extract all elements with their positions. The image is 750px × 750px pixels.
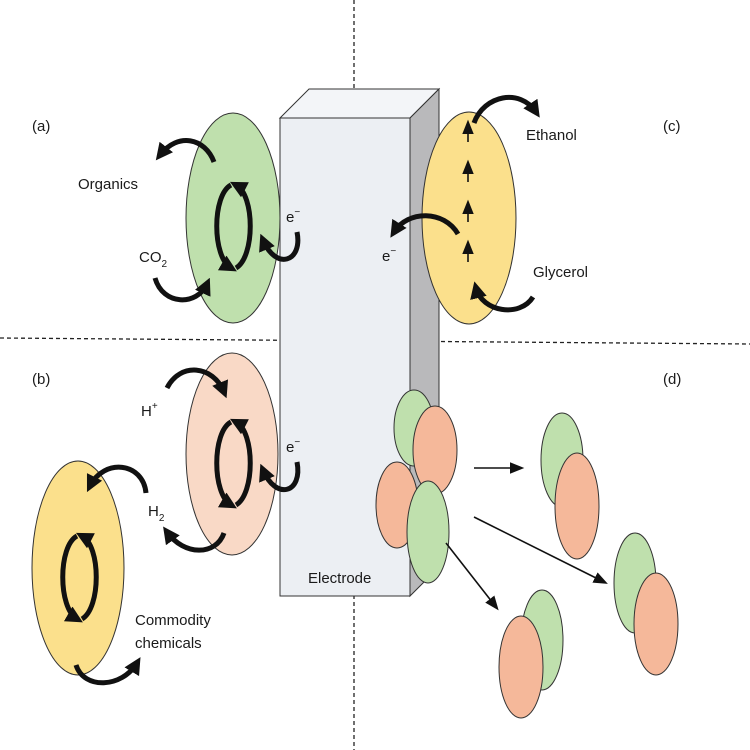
cycle-arrow-right — [229, 181, 253, 271]
cycle-arrow-left-y — [60, 533, 83, 623]
green-cell — [185, 112, 281, 324]
electron-b-main: e — [286, 439, 294, 456]
co2-arrow — [152, 277, 211, 303]
commodity-arrow — [73, 657, 141, 686]
cycle-arrow-right-y — [75, 532, 99, 622]
peach-cell — [185, 352, 279, 556]
electron-release-arrow-c — [390, 213, 461, 238]
co2-label: CO2 — [139, 249, 168, 270]
ethanol-arrow — [471, 94, 540, 125]
cycle-arrow-right-b — [229, 418, 253, 508]
electron-b-superscript: − — [294, 437, 300, 448]
h2-label: H2 — [148, 503, 165, 524]
yellow-cell-b — [31, 460, 125, 676]
cell-pair — [540, 412, 600, 560]
cell-a — [152, 112, 301, 324]
glycerol-arrow — [470, 281, 536, 313]
panel-label-c: (c) — [663, 118, 681, 135]
panel-label-b: (b) — [32, 371, 50, 388]
co2-main: CO — [139, 249, 162, 266]
electron-label-c: e− — [382, 246, 396, 265]
electron-label-b: e− — [286, 437, 300, 456]
electron-uptake-arrow-a — [259, 231, 301, 262]
h2-subscript: 2 — [159, 513, 165, 524]
electron-label-a: e− — [286, 207, 300, 226]
h2-main: H — [148, 503, 159, 520]
orange-cell — [554, 452, 600, 560]
orange-cell — [633, 572, 679, 676]
organics-label: Organics — [78, 176, 138, 193]
electrode-label: Electrode — [308, 570, 371, 587]
cycle-arrow-left-b — [214, 419, 237, 509]
dispersal-arrow-2 — [473, 516, 608, 584]
hplus-superscript: + — [152, 401, 158, 412]
cell-c — [390, 94, 540, 325]
green-cell — [406, 480, 450, 584]
electron-c-main: e — [382, 248, 390, 265]
cell-b — [163, 352, 301, 556]
cell-cluster — [375, 389, 458, 584]
hplus-label: H+ — [141, 401, 158, 420]
h2-arrow — [163, 526, 227, 553]
electron-c-superscript: − — [390, 246, 396, 257]
hplus-arrow — [164, 367, 229, 399]
electron-a-superscript: − — [294, 207, 300, 218]
ethanol-label: Ethanol — [526, 127, 577, 144]
horizontal-divider — [0, 337, 750, 345]
electron-a-main: e — [286, 209, 294, 226]
cell-commodity — [31, 460, 149, 686]
h2-input-arrow — [86, 464, 149, 494]
glycerol-label: Glycerol — [533, 264, 588, 281]
co2-subscript: 2 — [162, 259, 168, 270]
cell-pair — [498, 589, 564, 719]
panel-label-a: (a) — [32, 118, 50, 135]
orange-cell — [412, 405, 458, 495]
cell-pair — [613, 532, 679, 676]
electron-uptake-arrow-b — [259, 461, 301, 493]
commodity-label-line1: Commodity — [135, 612, 211, 629]
hplus-main: H — [141, 403, 152, 420]
panel-label-d: (d) — [663, 371, 681, 388]
orange-cell — [498, 615, 544, 719]
organics-arrow — [155, 138, 217, 164]
commodity-label-line2: chemicals — [135, 635, 202, 652]
dispersal-arrow-3 — [445, 542, 499, 611]
cycle-arrow-left — [214, 182, 237, 272]
